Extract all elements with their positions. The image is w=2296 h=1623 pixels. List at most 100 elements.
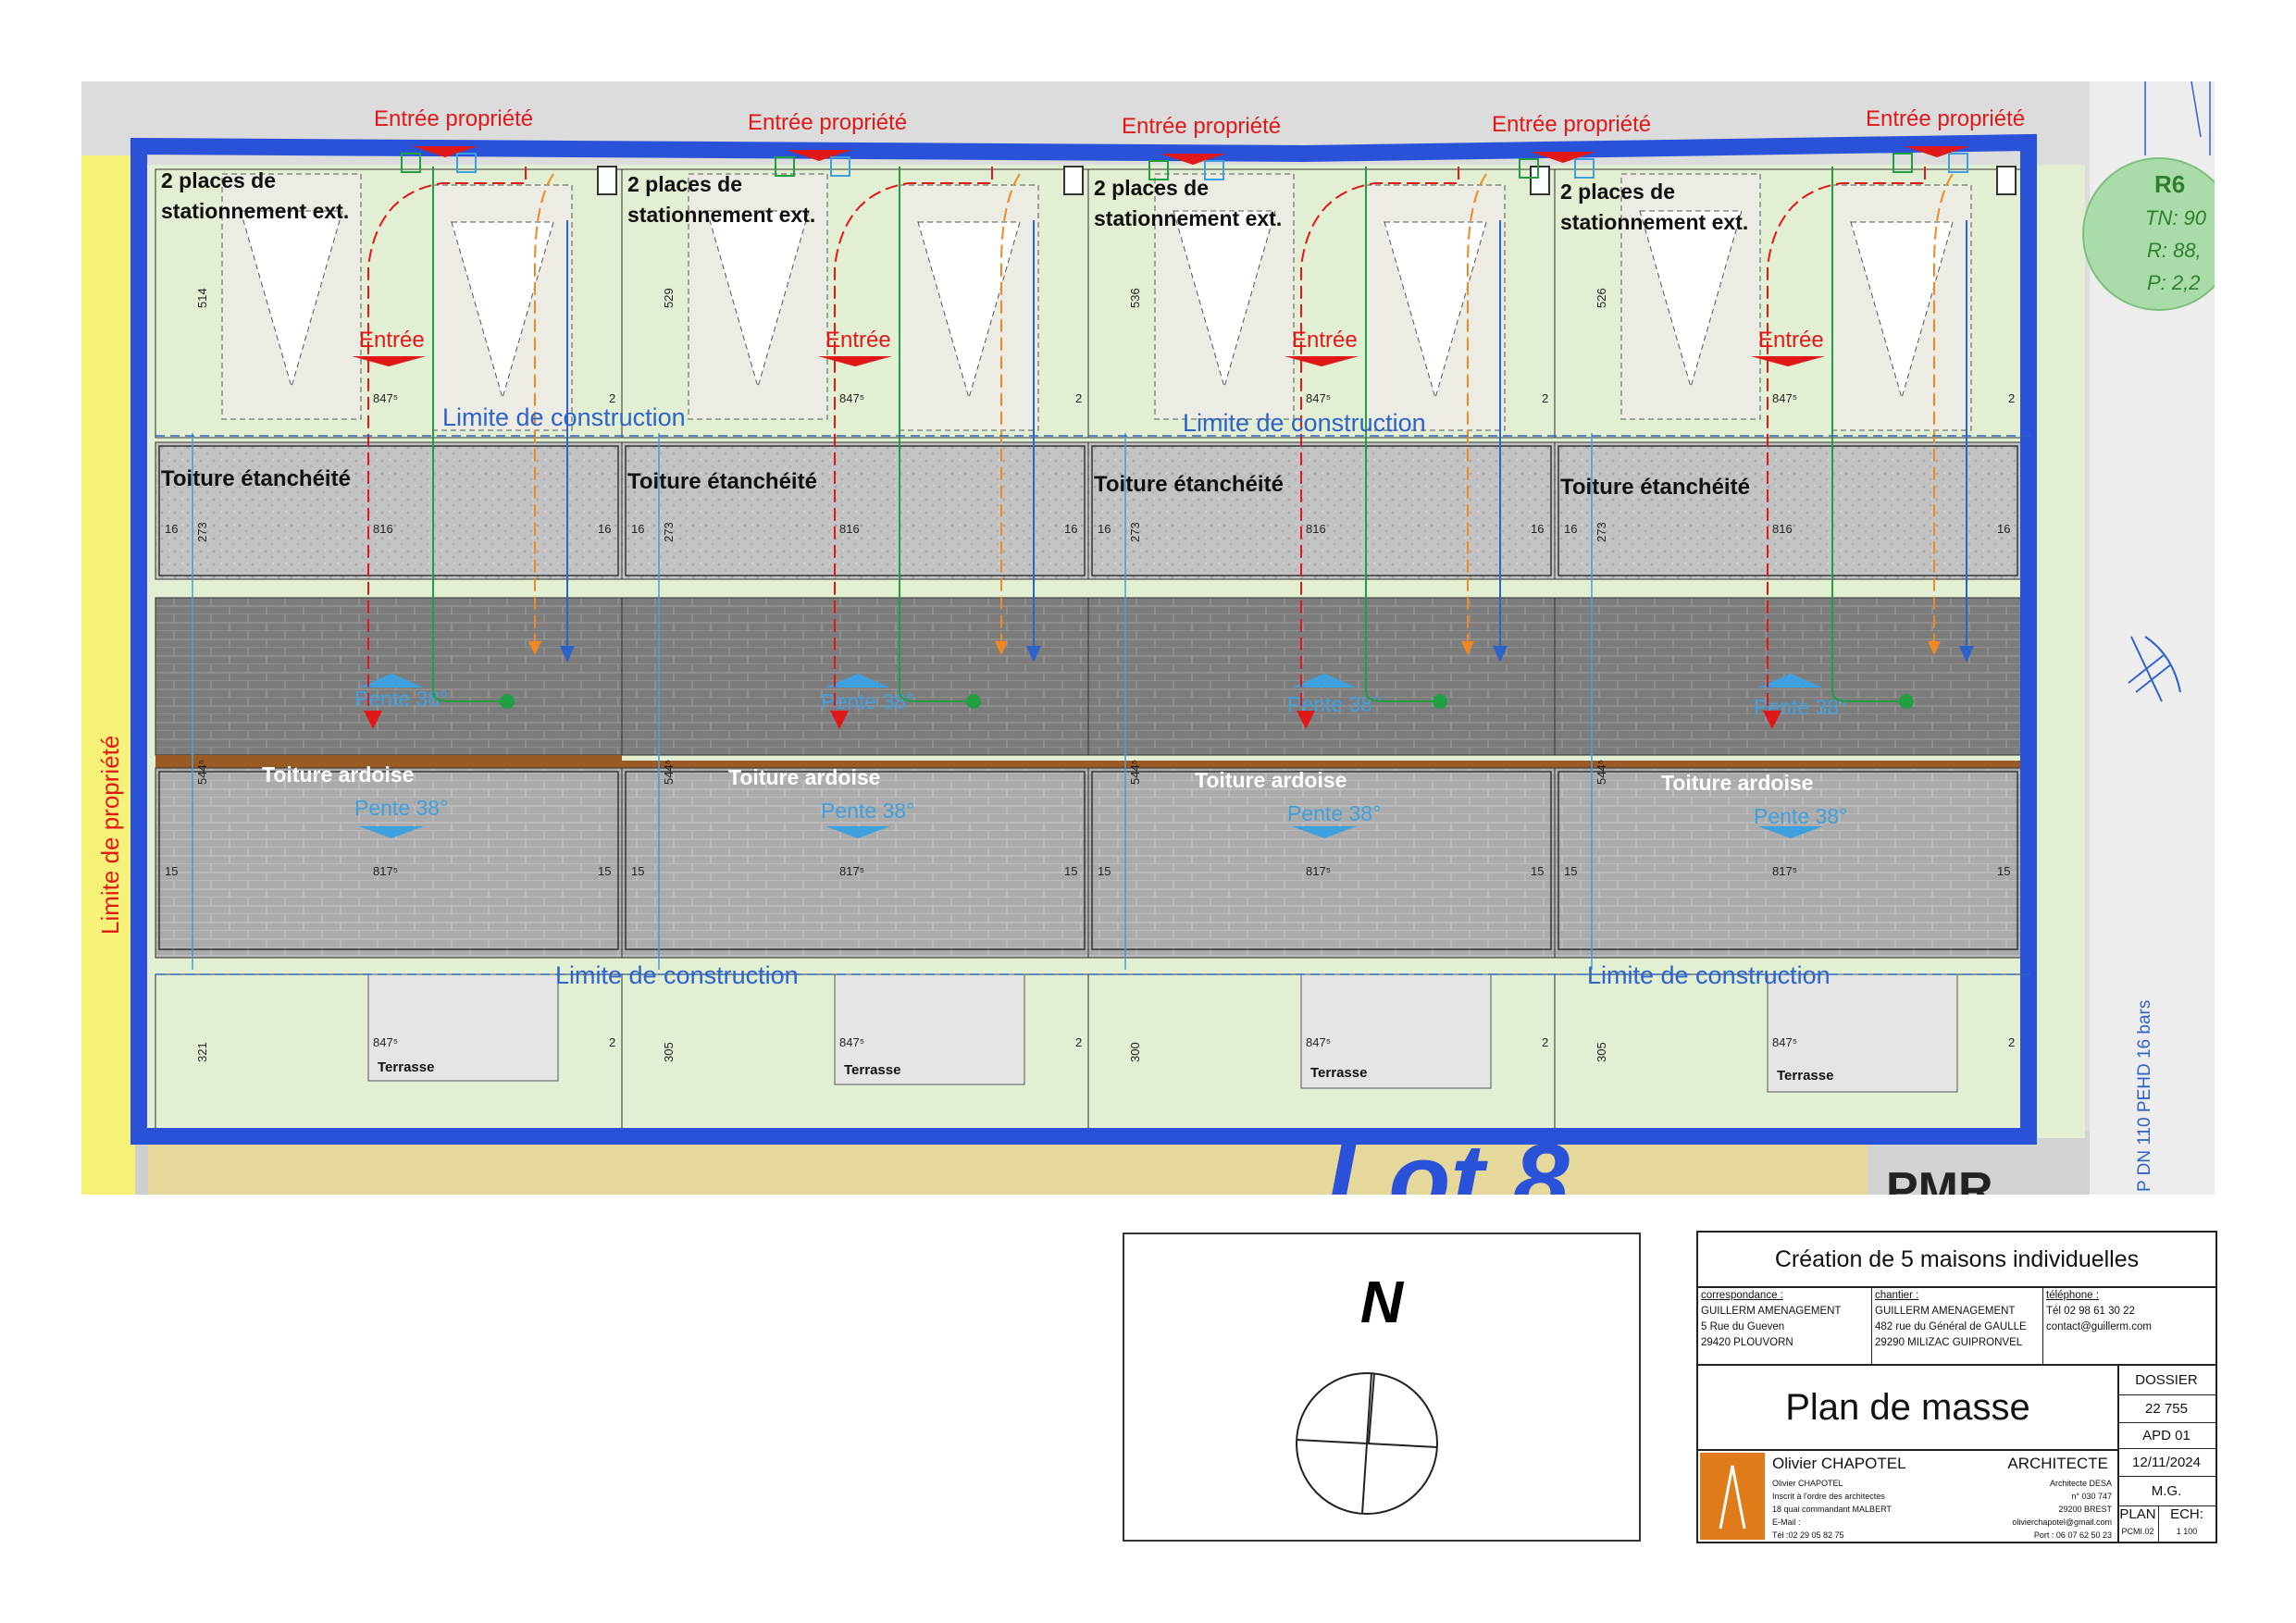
svg-text:P: 2,2: P: 2,2 [2147,271,2200,294]
dimension: 16 [165,522,178,536]
phase: APD 01 [2117,1423,2215,1449]
dimension: 817⁵ [373,864,398,878]
telecom-box-icon [1574,158,1595,179]
dimension: 847⁵ [839,1035,864,1049]
dimension: 305 [1595,1042,1608,1062]
architect-contact-line: Port : 06 07 62 50 23 [2033,1530,2112,1540]
terrace-label: Terrasse [1777,1068,1833,1084]
water-meter-icon [1893,153,1913,173]
dimension: 16 [1064,522,1077,536]
architect-detail-line: 18 quai commandant MALBERT [1772,1505,1892,1514]
entree-label: Entrée [359,328,425,353]
scale-value: 1 100 [2176,1527,2198,1536]
parking-marker [1384,221,1487,400]
dimension: 847⁵ [373,391,398,405]
parking-marker [1639,210,1743,389]
water-meter-icon [775,156,795,177]
dimension: 536 [1128,288,1142,308]
roof-slate-outline [1091,771,1552,950]
terrace-label: Terrasse [1310,1065,1367,1081]
dimension: 544⁵ [1595,760,1608,785]
correspondance-label: correspondance : [1701,1290,1783,1301]
architect-details: Olivier CHAPOTEL Inscrit à l'ordre des a… [1772,1477,1892,1542]
parking-marker [451,221,554,400]
entree-propriete-arrow-icon [787,150,851,161]
utility-lines [2144,81,2211,155]
network-node [966,694,981,709]
roof-flat-label: Toiture étanchéité [1094,472,1284,497]
roof-flat [155,441,623,580]
parking-label: 2 places de [627,172,742,196]
network-arrow-icon [995,641,1008,655]
dimension: 847⁵ [1772,391,1797,405]
slope-arrow-icon [825,674,890,688]
network-orange [1467,173,1487,641]
dimension: 817⁵ [1306,864,1331,878]
limite-construction-label: Limite de construction [442,403,686,431]
dimension: 15 [165,864,178,878]
plan-scale-block: PLAN PCMI.02 ECH: 1 100 [2117,1506,2215,1542]
scale-cell: ECH: 1 100 [2158,1506,2215,1542]
dimension: 514 [195,288,209,308]
dimension: 15 [1564,864,1577,878]
entree-arrow-icon [1751,356,1825,366]
parking-marker [1173,210,1276,389]
slope-arrow-icon [1758,826,1823,838]
slope-arrow-icon [359,674,424,688]
entree-label: Entrée [825,328,891,353]
roof-flat-label: Toiture étanchéité [161,466,351,491]
dossier-label: DOSSIER [2117,1366,2215,1395]
slope-arrow-icon [1758,674,1823,688]
roof-slate-outline [158,771,619,950]
dimension: 2 [1075,1035,1082,1049]
network-arrow-icon [364,711,382,729]
limite-construction-label: Limite de construction [1587,961,1831,989]
dimension: 847⁵ [839,391,864,405]
network-arrow-icon [560,646,575,663]
parking-marker [917,221,1021,400]
entree-arrow-icon [352,356,426,366]
water-meter-icon [1519,158,1539,179]
architect-contact-line: Architecte DESA [2049,1479,2112,1488]
plan-label: PLAN [2119,1506,2156,1522]
parking-label: 2 places de [161,168,276,192]
meter-box-icon [1063,166,1084,195]
roof-slate-south [1087,767,1556,959]
dimension: 273 [195,522,209,542]
meter-box-icon [1996,166,2017,195]
network-orange [1933,173,1954,641]
correspondance-block: correspondance : GUILLERM AMENAGEMENT 5 … [1698,1286,1872,1366]
network-green [1365,167,1435,702]
north-arrow-icon [1296,1372,1438,1515]
parking-marker [1850,221,1954,400]
slope-arrow-icon [825,826,890,838]
dimension: 816 [839,522,860,536]
parking-label: stationnement ext. [627,203,815,227]
dimension: 15 [631,864,644,878]
limite-construction-label: Limite de construction [555,961,799,989]
email-line: contact@guillerm.com [2046,1321,2152,1332]
north-letter: N [1359,1269,1404,1335]
chantier-line: GUILLERM AMENAGEMENT [1875,1306,2016,1317]
chantier-label: chantier : [1875,1290,1919,1301]
author-initials: M.G. [2117,1477,2215,1506]
site-plan: 2 places de stationnement ext. Entrée 847⁵ 5… [81,81,2236,1237]
dimension: 2 [2008,391,2015,405]
roof-flat-label: Toiture étanchéité [1560,475,1750,500]
dimension: 300 [1128,1042,1142,1062]
architect-logo [1700,1453,1765,1540]
slope-arrow-icon [1292,826,1357,838]
dimension: 15 [1098,864,1111,878]
north-box: N [1123,1233,1641,1542]
dimension: 817⁵ [839,864,864,878]
dimension: 2 [609,1035,615,1049]
dimension: 16 [1564,522,1577,536]
dimension: 847⁵ [373,1035,398,1049]
dimension: 15 [1531,864,1544,878]
architect-contact-line: 29200 BREST [2058,1505,2112,1514]
parking-marker [240,210,343,389]
roof-slate-label: Toiture ardoise [1195,768,1347,792]
network-arrow-icon [1461,641,1474,655]
network-arrow-icon [1493,646,1508,663]
